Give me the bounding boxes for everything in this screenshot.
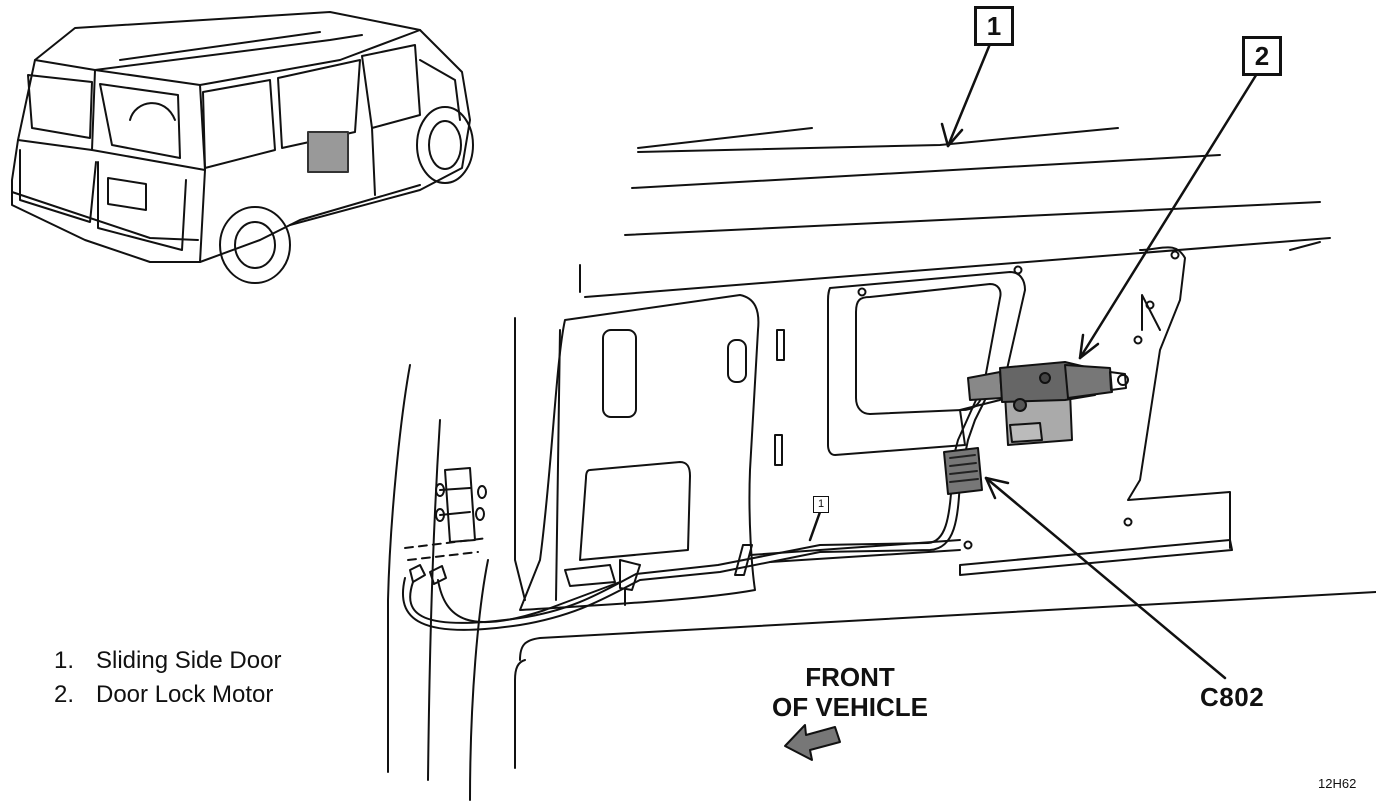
leader-line-2 bbox=[1078, 70, 1260, 360]
legend-number: 2. bbox=[54, 681, 75, 708]
front-label-line2: OF VEHICLE bbox=[771, 692, 928, 722]
wire-harness bbox=[401, 399, 986, 631]
harness-tag: 1 bbox=[813, 496, 829, 513]
door-upper-lines bbox=[579, 127, 1331, 298]
front-arrow-icon bbox=[784, 724, 841, 761]
figure-code: 12H62 bbox=[1318, 776, 1357, 791]
leader-line-c802 bbox=[984, 476, 1227, 680]
front-label-line1: FRONT bbox=[805, 662, 895, 692]
legend-number: 1. bbox=[54, 647, 75, 674]
legend-item: 1. Sliding Side Door bbox=[54, 644, 281, 678]
door-lock-motor bbox=[967, 361, 1129, 446]
legend-item: 2. Door Lock Motor bbox=[54, 678, 281, 712]
callout-leaders bbox=[808, 42, 1260, 680]
front-of-vehicle-label: FRONT OF VEHICLE bbox=[760, 662, 940, 722]
door-inner-panel bbox=[387, 241, 1376, 801]
legend: 1. Sliding Side Door 2. Door Lock Motor bbox=[54, 644, 281, 712]
legend-label: Door Lock Motor bbox=[96, 681, 274, 708]
connector-label: C802 bbox=[1200, 682, 1265, 712]
connector-c802 bbox=[943, 447, 983, 495]
van-illustration bbox=[11, 11, 474, 284]
legend-label: Sliding Side Door bbox=[96, 647, 282, 674]
callout-1: 1 bbox=[974, 6, 1014, 46]
hinge-bracket bbox=[404, 467, 489, 585]
leader-line-1 bbox=[946, 42, 992, 148]
callout-2: 2 bbox=[1242, 36, 1282, 76]
